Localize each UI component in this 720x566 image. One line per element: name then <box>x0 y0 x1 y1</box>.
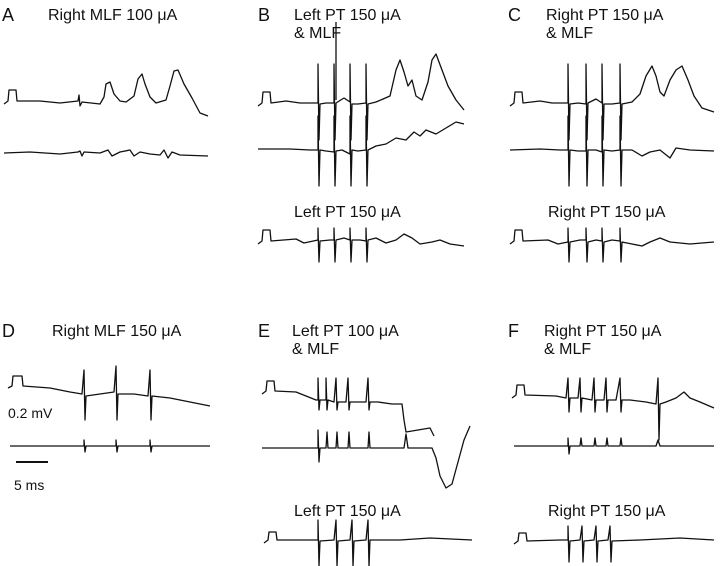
panel-f-letter: F <box>508 321 519 341</box>
scale-time-label: 5 ms <box>14 477 45 493</box>
trace-f-upper <box>511 377 715 441</box>
trace-d-upper <box>7 365 211 421</box>
panel-b-sub-label: Left PT 150 μA <box>294 204 401 221</box>
panel-a-title: Right MLF 100 μA <box>48 7 178 24</box>
trace-b-lower <box>258 115 465 187</box>
panel-b-title-line2: & MLF <box>294 25 342 42</box>
trace-d-lower <box>10 439 210 453</box>
panel-f-title-line2: & MLF <box>544 341 592 358</box>
panel-e-title-line2: & MLF <box>292 341 340 358</box>
panel-d-title: Right MLF 150 μA <box>52 323 182 340</box>
panel-a-letter: A <box>2 5 15 25</box>
trace-a-lower <box>3 149 209 159</box>
trace-a-upper <box>3 69 209 117</box>
trace-b-upper <box>257 53 465 141</box>
trace-e-upper <box>261 377 435 437</box>
trace-f-right-pt <box>513 525 715 563</box>
panel-d-letter: D <box>2 321 15 341</box>
panel-c-title-line2: & MLF <box>546 25 594 42</box>
panel-c-title-line1: Right PT 150 μA <box>546 7 664 24</box>
panel-b-title-line1: Left PT 150 μA <box>294 7 401 24</box>
panel-e-title-line1: Left PT 100 μA <box>292 323 399 340</box>
panel-e-sub-label: Left PT 150 μA <box>294 503 401 520</box>
panel-c-letter: C <box>508 5 521 25</box>
trace-f-lower <box>514 437 714 455</box>
trace-c-right-pt <box>509 227 715 263</box>
trace-c-upper <box>509 63 715 141</box>
panel-e-letter: E <box>258 321 271 341</box>
trace-e-left-pt <box>263 519 473 566</box>
scale-voltage-label: 0.2 mV <box>8 405 53 421</box>
panel-b-letter: B <box>258 5 271 25</box>
trace-b-left-pt <box>257 227 465 263</box>
trace-e-lower <box>262 425 471 489</box>
panel-f-title-line1: Right PT 150 μA <box>544 323 662 340</box>
panel-f-sub-label: Right PT 150 μA <box>548 503 666 520</box>
panel-c-sub-label: Right PT 150 μA <box>548 204 666 221</box>
trace-c-lower <box>509 115 715 187</box>
